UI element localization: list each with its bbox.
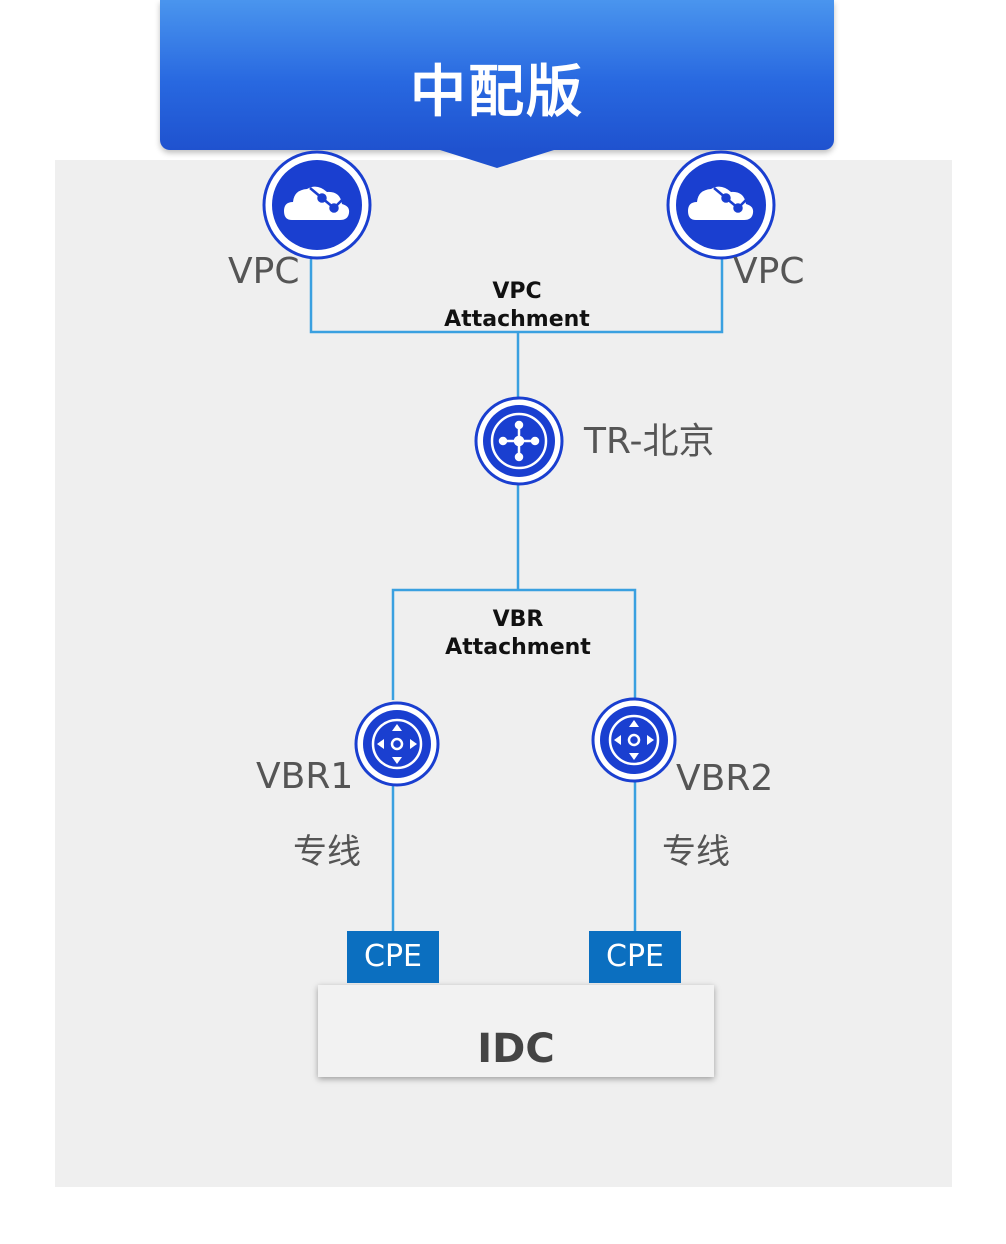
virtual-border-router-icon	[591, 697, 677, 783]
vbr2-label: VBR2	[676, 758, 774, 799]
dedicated-line-left-label: 专线	[293, 832, 361, 872]
idc-label: IDC	[477, 1026, 555, 1072]
cpe-right: CPE	[589, 931, 681, 983]
cpe-left: CPE	[347, 931, 439, 983]
vpc-attachment-line1: VPC	[492, 279, 542, 304]
title-banner: 中配版	[160, 0, 834, 150]
vpc-right-label: VPC	[733, 251, 805, 292]
vpc-attachment-line2: Attachment	[444, 307, 590, 332]
dedicated-line-right-label: 专线	[662, 832, 730, 872]
banner-title: 中配版	[410, 60, 584, 125]
vpc-left-label: VPC	[228, 251, 300, 292]
vbr-attachment-label: VBR Attachment	[418, 606, 618, 662]
vbr-attachment-line1: VBR	[492, 607, 544, 632]
transit-router-icon	[474, 396, 564, 486]
cloud-network-icon	[262, 150, 372, 260]
cloud-network-icon	[666, 150, 776, 260]
vpc-attachment-label: VPC Attachment	[417, 278, 617, 334]
vbr-attachment-line2: Attachment	[445, 635, 591, 660]
virtual-border-router-icon	[354, 701, 440, 787]
tr-label: TR-北京	[584, 421, 715, 462]
idc-box: IDC	[318, 985, 714, 1077]
vbr1-label: VBR1	[256, 756, 354, 797]
